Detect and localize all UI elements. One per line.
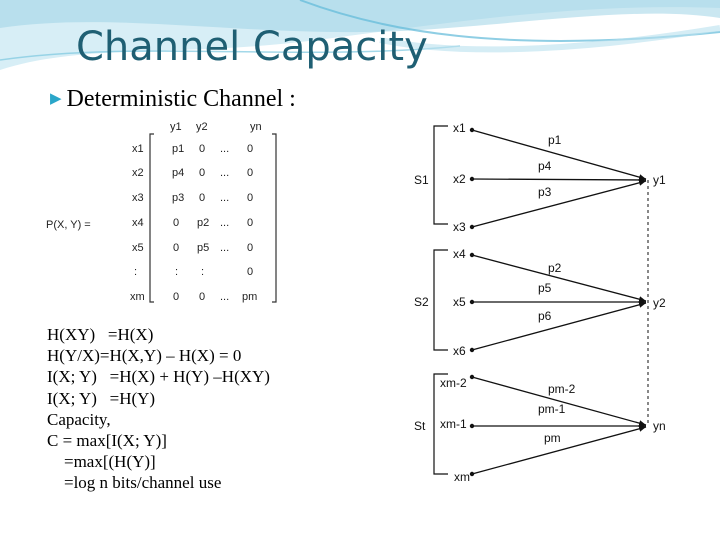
equation-line: C = max[I(X; Y)] (47, 431, 167, 451)
shaded-triangle-bullet-icon: ▶ (50, 91, 62, 107)
col-header: y2 (196, 121, 208, 133)
matrix-cell: : (175, 266, 179, 278)
matrix-cell: 0 (247, 143, 254, 155)
input-node (469, 374, 475, 380)
transition-arrow (471, 129, 647, 180)
input-label: xm-2 (440, 376, 467, 390)
col-header: y1 (170, 121, 182, 133)
output-label: yn (653, 419, 666, 433)
transition-arrow (471, 254, 647, 303)
transition-arrow (471, 425, 647, 475)
row-label: x5 (132, 242, 144, 254)
output-label: y2 (653, 296, 666, 310)
probability-label: p3 (538, 185, 552, 199)
matrix-cell: 0 (247, 242, 254, 254)
matrix-cell: ... (220, 242, 230, 254)
group-bracket (433, 373, 448, 475)
transition-arrow (471, 176, 647, 183)
matrix-cell: p2 (197, 217, 210, 229)
matrix-cell: 0 (173, 291, 180, 303)
matrix-cell: pm (242, 291, 258, 303)
probability-label: p2 (548, 261, 562, 275)
group-label: S1 (414, 173, 429, 187)
probability-label: p5 (538, 281, 552, 295)
matrix-cell: 0 (199, 143, 206, 155)
equations-block: H(XY) =H(X) H(Y/X)=H(X,Y) – H(X) = 0 I(X… (47, 324, 270, 494)
equation-line: H(Y/X)=H(X,Y) – H(X) = 0 (47, 346, 242, 366)
input-node (469, 471, 475, 477)
group-bracket (433, 249, 448, 351)
input-label: xm (454, 470, 470, 484)
input-label: x5 (453, 295, 466, 309)
input-node (469, 299, 475, 305)
probability-label: p6 (538, 309, 552, 323)
equation-line: =log n bits/channel use (47, 473, 222, 493)
input-label: x1 (453, 121, 466, 135)
probability-matrix: P(X, Y) = y1 y2 yn x1 x2 x3 x4 x5 : xm p… (44, 118, 294, 316)
row-label: x3 (132, 192, 144, 204)
matrix-cell: ... (220, 167, 230, 179)
matrix-cell: 0 (199, 167, 206, 179)
matrix-cell: 0 (173, 217, 180, 229)
matrix-brackets (149, 133, 277, 303)
input-label: x6 (453, 344, 466, 358)
equation-line: H(XY) =H(X) (47, 325, 154, 344)
equation-line: I(X; Y) =H(X) + H(Y) –H(XY) (47, 367, 270, 387)
equation-line: I(X; Y) =H(Y) (47, 388, 156, 408)
slide-title: Channel Capacity (76, 24, 428, 70)
matrix-label: P(X, Y) = (46, 219, 91, 231)
input-node (469, 127, 475, 133)
matrix-cell: p5 (197, 242, 210, 254)
transition-arrow (471, 301, 647, 351)
row-label: : (134, 266, 138, 278)
col-header: yn (250, 121, 262, 133)
matrix-cell: 0 (173, 242, 180, 254)
group-label: S2 (414, 295, 429, 309)
transition-arrow (471, 179, 647, 228)
input-label: x4 (453, 247, 466, 261)
transition-arrow (471, 376, 647, 427)
input-node (469, 176, 475, 182)
equation-line: Capacity, (47, 409, 111, 429)
output-label: y1 (653, 173, 666, 187)
input-node (469, 347, 475, 353)
matrix-cell: 0 (247, 266, 254, 278)
input-label: x2 (453, 172, 466, 186)
header-swoosh-decoration (0, 0, 720, 70)
matrix-cell: 0 (247, 217, 254, 229)
matrix-cell: : (201, 266, 205, 278)
row-label: x4 (132, 217, 144, 229)
input-node (469, 252, 475, 258)
matrix-cell: p3 (172, 192, 185, 204)
input-label: x3 (453, 220, 466, 234)
group-label: St (414, 419, 426, 433)
channel-diagram: S1 S2 St x1 x2 x3 x4 x5 x6 xm-2 xm-1 xm … (414, 121, 666, 484)
group-bracket (433, 125, 448, 225)
probability-label: p1 (548, 133, 562, 147)
probability-label: pm-1 (538, 402, 566, 416)
matrix-cell: ... (220, 143, 230, 155)
matrix-cell: 0 (247, 167, 254, 179)
input-label: xm-1 (440, 417, 467, 431)
matrix-cell: 0 (247, 192, 254, 204)
probability-label: pm (544, 431, 561, 445)
row-label: xm (130, 291, 145, 303)
bullet-text: Deterministic Channel : (66, 86, 296, 112)
matrix-cell: ... (220, 192, 230, 204)
row-label: x2 (132, 167, 144, 179)
input-node (469, 423, 475, 429)
bullet-line: ▶Deterministic Channel : (50, 86, 296, 113)
row-label: x1 (132, 143, 144, 155)
matrix-cell: ... (220, 291, 230, 303)
probability-label: p4 (538, 159, 552, 173)
equation-line: =max[(H(Y)] (47, 452, 156, 472)
matrix-cell: 0 (199, 291, 206, 303)
probability-label: pm-2 (548, 382, 576, 396)
matrix-cell: ... (220, 217, 230, 229)
matrix-cell: 0 (199, 192, 206, 204)
input-node (469, 224, 475, 230)
matrix-cell: p4 (172, 167, 185, 179)
matrix-cell: p1 (172, 143, 185, 155)
